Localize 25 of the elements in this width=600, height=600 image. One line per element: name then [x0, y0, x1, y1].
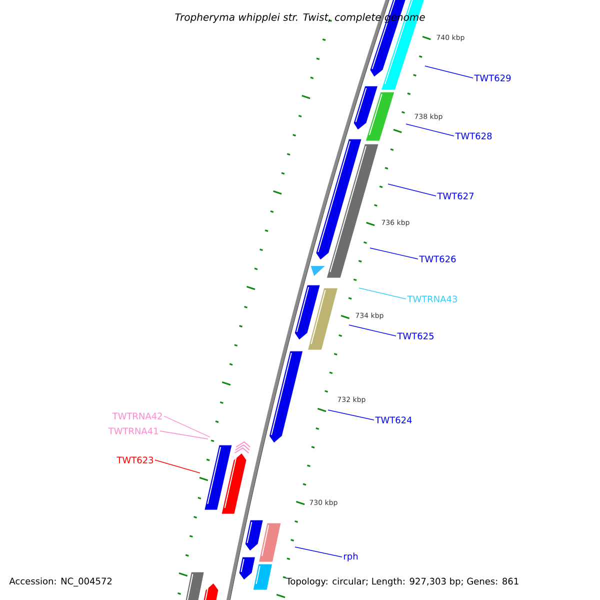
gene-label: rph	[344, 552, 358, 562]
leader-line	[424, 66, 474, 78]
summary-text: Topology: circular; Length: 927,303 bp; Genes: 861	[286, 578, 518, 586]
accession-text: Accession: NC_004572	[9, 578, 112, 586]
gene-label: TWT627	[437, 192, 474, 200]
gene-label: TWT628	[455, 132, 492, 140]
leader-line	[160, 430, 208, 440]
gene-label: TWT626	[419, 256, 456, 262]
leader-line	[154, 460, 200, 474]
gene-label: TWT624	[375, 416, 412, 424]
leader-line	[370, 248, 418, 260]
leader-line	[328, 410, 374, 420]
leader-line	[164, 416, 210, 438]
gene-label: TWT629	[474, 74, 511, 82]
leader-line	[294, 546, 342, 558]
gene-label: TWTRNA43	[407, 296, 457, 302]
gene-label: TWT625	[397, 332, 434, 340]
leader-line	[388, 184, 436, 196]
gene-label: TWTRNA41	[108, 428, 158, 434]
gene-label: TWT623	[116, 456, 154, 464]
gene-label: TWTRNA42	[112, 412, 162, 420]
title: Tropheryma whipplei str. Twist, complete genome	[175, 13, 425, 23]
leader-line	[358, 288, 406, 300]
leader-line	[406, 124, 454, 136]
leader-line	[348, 324, 396, 336]
